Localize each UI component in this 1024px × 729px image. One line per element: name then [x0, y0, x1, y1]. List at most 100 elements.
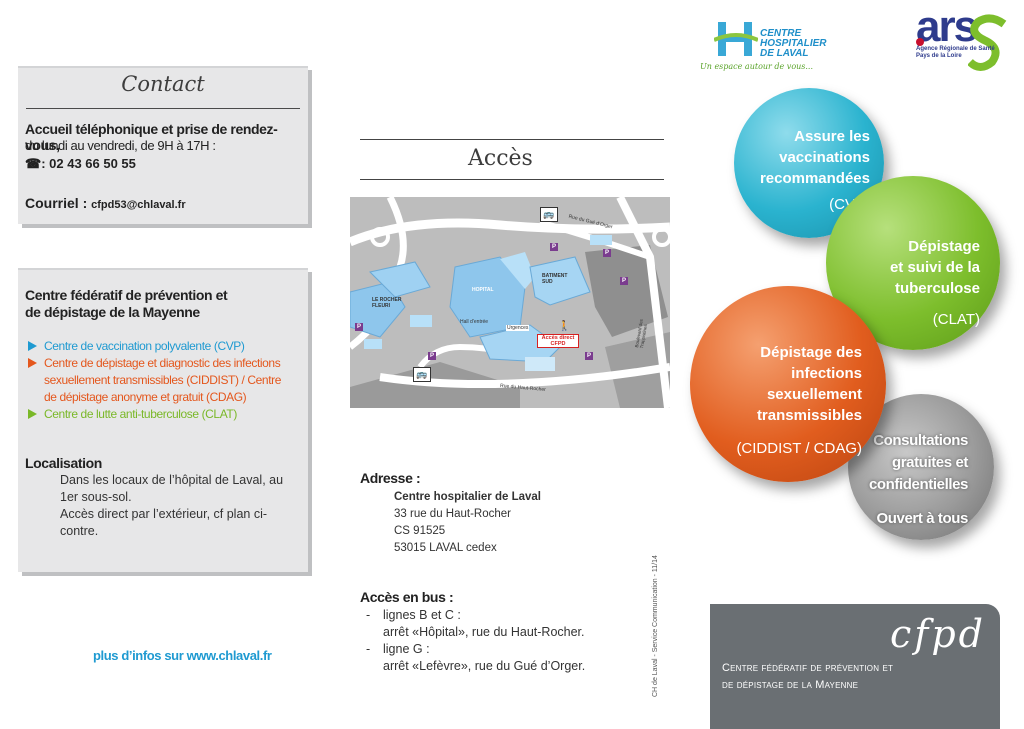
credit-text: CH de Laval - Service Communication - 11… [652, 555, 659, 697]
ciddist-line: infections [791, 365, 862, 382]
clat-abbr: (CLAT) [932, 311, 980, 328]
address-block: Centre hospitalier de Laval 33 rue du Ha… [394, 489, 541, 557]
address-name: Centre hospitalier de Laval [394, 491, 541, 503]
ch-laval-logo: CENTRE HOSPITALIER DE LAVAL Un espace au… [700, 20, 834, 76]
cfpd-banner: cfpd Centre fédératif de prévention et d… [710, 604, 1000, 729]
centre-title: Centre fédératif de prévention et de dép… [25, 287, 228, 321]
parking-icon: P [620, 277, 628, 285]
localisation-line: Dans les locaux de l’hôpital de Laval, a… [60, 473, 284, 504]
banner-line: de dépistage de la Mayenne [722, 679, 859, 691]
bus-stop: arrêt «Lefèvre», rue du Gué d’Orger. [383, 659, 586, 673]
bus-title: Accès en bus : [360, 589, 454, 605]
address-line: 33 rue du Haut-Rocher [394, 508, 511, 520]
ars-subtitle-line: Agence Régionale de Santé [916, 46, 995, 52]
grey-line: confidentielles [868, 476, 968, 493]
ciddist-circle [690, 286, 886, 482]
divider [360, 139, 664, 140]
ciddist-line: transmissibles [756, 407, 862, 424]
ch-logo-icon [714, 22, 758, 56]
cvp-line: vaccinations [779, 149, 870, 166]
contact-title: Contact [121, 72, 205, 96]
access-map: Rue du Gué d’Orger Rue du Haut-Rocher Bo… [350, 197, 670, 408]
map-label-batiment: BATIMENT SUD [542, 273, 568, 285]
clat-line: Dépistage [908, 238, 980, 255]
cvp-line: Assure les [794, 128, 870, 145]
acces-title: Accès [468, 146, 533, 171]
cvp-circle-text: Assure les vaccinations recommandées (CV… [744, 126, 870, 215]
service-text: Centre de vaccination polyvalente (CVP) [44, 339, 245, 353]
ars-logo: ars Agence Régionale de Santé Pays de la… [912, 2, 1012, 74]
address-title: Adresse : [360, 470, 421, 486]
ch-logo-text: CENTRE HOSPITALIER DE LAVAL [760, 29, 826, 59]
ars-dot-icon [916, 38, 924, 46]
grey-line: gratuites et [891, 454, 968, 471]
phone-line: ☎: 02 43 66 50 55 [25, 156, 136, 172]
map-svg [350, 197, 670, 408]
ch-logo-line: CENTRE [760, 28, 802, 39]
bus-icon: 🚌 [413, 367, 431, 382]
service-list: Centre de vaccination polyvalente (CVP) … [28, 338, 294, 423]
map-label-hopital: HOPITAL [472, 287, 494, 293]
clat-line: et suivi de la [889, 259, 980, 276]
bus-list: -lignes B et C : arrêt «Hôpital», rue du… [366, 607, 585, 675]
centre-title-line1: Centre fédératif de prévention et [25, 287, 228, 303]
triangle-icon [28, 409, 37, 419]
phone-number[interactable]: : 02 43 66 50 55 [41, 156, 136, 171]
email-label: Courriel : [25, 195, 92, 211]
ars-subtitle: Agence Régionale de Santé Pays de la Loi… [916, 46, 995, 60]
clat-circle-text: Dépistage et suivi de la tuberculose (CL… [850, 236, 980, 330]
banner-line: Centre fédératif de prévention et [722, 662, 894, 674]
service-item-clat: Centre de lutte anti-tuberculose (CLAT) [28, 406, 294, 423]
parking-icon: P [603, 249, 611, 257]
parking-icon: P [428, 352, 436, 360]
grey-ouvert: Ouvert à tous [876, 510, 969, 527]
localisation-text: Dans les locaux de l’hôpital de Laval, a… [60, 472, 302, 540]
divider [360, 179, 664, 180]
parking-icon: P [355, 323, 363, 331]
ch-tagline: Un espace autour de vous... [700, 62, 814, 71]
bus-stop: arrêt «Hôpital», rue du Haut-Rocher. [383, 625, 585, 639]
address-line: CS 91525 [394, 525, 446, 537]
divider [26, 108, 300, 109]
email-link[interactable]: cfpd53@chlaval.fr [91, 199, 186, 211]
email-line: Courriel : cfpd53@chlaval.fr [25, 195, 186, 213]
service-item-ciddist: Centre de dépistage et diagnostic des in… [28, 355, 294, 406]
service-text: Centre de lutte anti-tuberculose (CLAT) [44, 407, 237, 421]
map-label-urgences: Urgences [506, 325, 530, 331]
cfpd-logo: cfpd [890, 612, 986, 656]
bus-icon: 🚌 [540, 207, 558, 222]
ch-logo-line: DE LAVAL [760, 48, 809, 59]
triangle-icon [28, 341, 37, 351]
triangle-icon [28, 358, 37, 368]
map-label-rocher: LE ROCHER FLEURI [372, 297, 402, 309]
ciddist-line: Dépistage des [760, 344, 862, 361]
ciddist-circle-text: Dépistage des infections sexuellement tr… [712, 342, 862, 459]
bus-item: -ligne G : [366, 642, 430, 656]
parking-icon: P [585, 352, 593, 360]
ars-logo-text: ars [916, 2, 978, 51]
phone-heading: Accueil téléphonique et prise de rendez-… [25, 121, 278, 153]
map-label-acces-direct: Accès direct CFPD [537, 334, 579, 348]
parking-icon: P [550, 243, 558, 251]
ch-logo-line: HOSPITALIER [760, 38, 827, 49]
bus-item: -lignes B et C : [366, 608, 461, 622]
cvp-line: recommandées [759, 170, 870, 187]
map-label-hall: Hall d’entrée [460, 319, 489, 325]
more-info-link[interactable]: plus d’infos sur www.chlaval.fr [93, 648, 272, 663]
ars-subtitle-line: Pays de la Loire [916, 53, 962, 59]
address-line: 53015 LAVAL cedex [394, 542, 497, 554]
grey-circle-text: Consultations gratuites et confidentiell… [852, 430, 968, 530]
opening-hours: du lundi au vendredi, de 9H à 17H : [25, 138, 216, 153]
clat-line: tuberculose [894, 280, 980, 297]
pedestrian-icon: 🚶 [558, 321, 571, 332]
contact-box: Contact Accueil téléphonique et prise de… [18, 66, 308, 224]
localisation-line: Accès direct par l’extérieur, cf plan ci… [60, 507, 268, 538]
service-text: Centre de dépistage et diagnostic des in… [44, 356, 282, 404]
localisation-title: Localisation [25, 455, 102, 471]
ciddist-line: sexuellement [766, 386, 862, 403]
ciddist-abbr: (CIDDIST / CDAG) [736, 440, 862, 457]
phone-icon: ☎ [25, 156, 42, 171]
centre-box: Centre fédératif de prévention et de dép… [18, 268, 308, 572]
cfpd-banner-text: Centre fédératif de prévention et de dép… [722, 660, 893, 694]
grey-line: Consultations [873, 432, 968, 449]
